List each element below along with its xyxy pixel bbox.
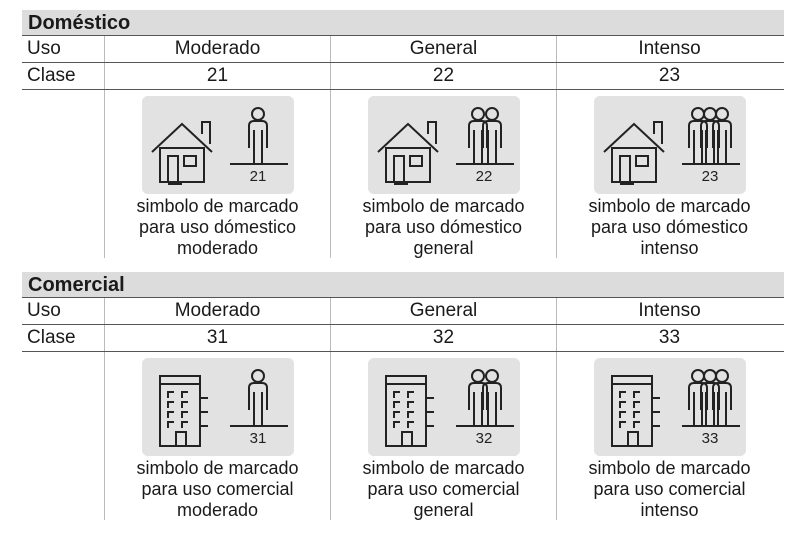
marking-symbol: 21 xyxy=(141,96,294,194)
clase-cell: 32 xyxy=(330,325,556,351)
clase-cell: 33 xyxy=(556,325,782,351)
description-line: intenso xyxy=(640,238,699,258)
class-number: 22 xyxy=(475,168,492,185)
clase-cell: 23 xyxy=(556,63,782,89)
uso-row: Uso Moderado General Intenso xyxy=(22,36,784,63)
office-building-icon xyxy=(384,375,434,447)
marking-symbol: 32 xyxy=(367,358,520,456)
description-line: para uso dómestico xyxy=(138,217,297,237)
description-line: general xyxy=(413,238,474,258)
office-building-icon xyxy=(158,375,208,447)
description-line: simbolo de marcado xyxy=(136,458,299,478)
description-line: para uso comercial xyxy=(593,479,746,499)
class-number: 21 xyxy=(249,168,266,185)
section-commercial: Comercial Uso Moderado General Intenso C… xyxy=(22,272,784,520)
clase-row: Clase 21 22 23 xyxy=(22,63,784,90)
marking-symbol: 31 xyxy=(141,358,294,456)
description-line: para uso comercial xyxy=(367,479,520,499)
description-line: moderado xyxy=(176,238,259,258)
description-line: simbolo de marcado xyxy=(588,196,751,216)
description-line: moderado xyxy=(176,500,259,520)
office-building-icon xyxy=(610,375,660,447)
description-line: general xyxy=(413,500,474,520)
uso-cell: Intenso xyxy=(556,298,782,324)
section-domestic: Doméstico Uso Moderado General Intenso C… xyxy=(22,10,784,258)
class-number: 23 xyxy=(701,168,718,185)
description-line: simbolo de marcado xyxy=(588,458,751,478)
clase-cell: 22 xyxy=(330,63,556,89)
person-icon xyxy=(467,369,502,426)
section-title: Doméstico xyxy=(22,10,784,36)
empty-cell xyxy=(22,352,104,520)
description-line: para uso dómestico xyxy=(364,217,523,237)
class-number: 31 xyxy=(249,430,266,447)
description-line: para uso dómestico xyxy=(590,217,749,237)
marking-symbol: 22 xyxy=(367,96,520,194)
description-line: para uso comercial xyxy=(141,479,294,499)
house-icon xyxy=(150,121,213,185)
row-label-clase: Clase xyxy=(27,65,76,86)
marking-symbol: 23 xyxy=(593,96,746,194)
empty-cell xyxy=(22,90,104,258)
row-label-uso: Uso xyxy=(27,38,61,59)
person-icon xyxy=(247,107,268,164)
person-icon xyxy=(687,369,732,426)
clase-row: Clase 31 32 33 xyxy=(22,325,784,352)
description-line: simbolo de marcado xyxy=(136,196,299,216)
marking-symbol: 33 xyxy=(593,358,746,456)
row-label-clase: Clase xyxy=(27,327,76,348)
class-number: 33 xyxy=(701,430,718,447)
description-line: simbolo de marcado xyxy=(362,196,525,216)
person-icon xyxy=(467,107,502,164)
description-line: intenso xyxy=(640,500,699,520)
section-title: Comercial xyxy=(22,272,784,298)
clase-cell: 21 xyxy=(104,63,330,89)
clase-cell: 31 xyxy=(104,325,330,351)
uso-cell: General xyxy=(330,36,556,62)
uso-row: Uso Moderado General Intenso xyxy=(22,298,784,325)
person-icon xyxy=(247,369,268,426)
uso-cell: Moderado xyxy=(104,36,330,62)
uso-cell: General xyxy=(330,298,556,324)
class-number: 32 xyxy=(475,430,492,447)
row-label-uso: Uso xyxy=(27,300,61,321)
description-line: simbolo de marcado xyxy=(362,458,525,478)
uso-cell: Moderado xyxy=(104,298,330,324)
uso-cell: Intenso xyxy=(556,36,782,62)
person-icon xyxy=(687,107,732,164)
house-icon xyxy=(376,121,439,185)
house-icon xyxy=(602,121,665,185)
